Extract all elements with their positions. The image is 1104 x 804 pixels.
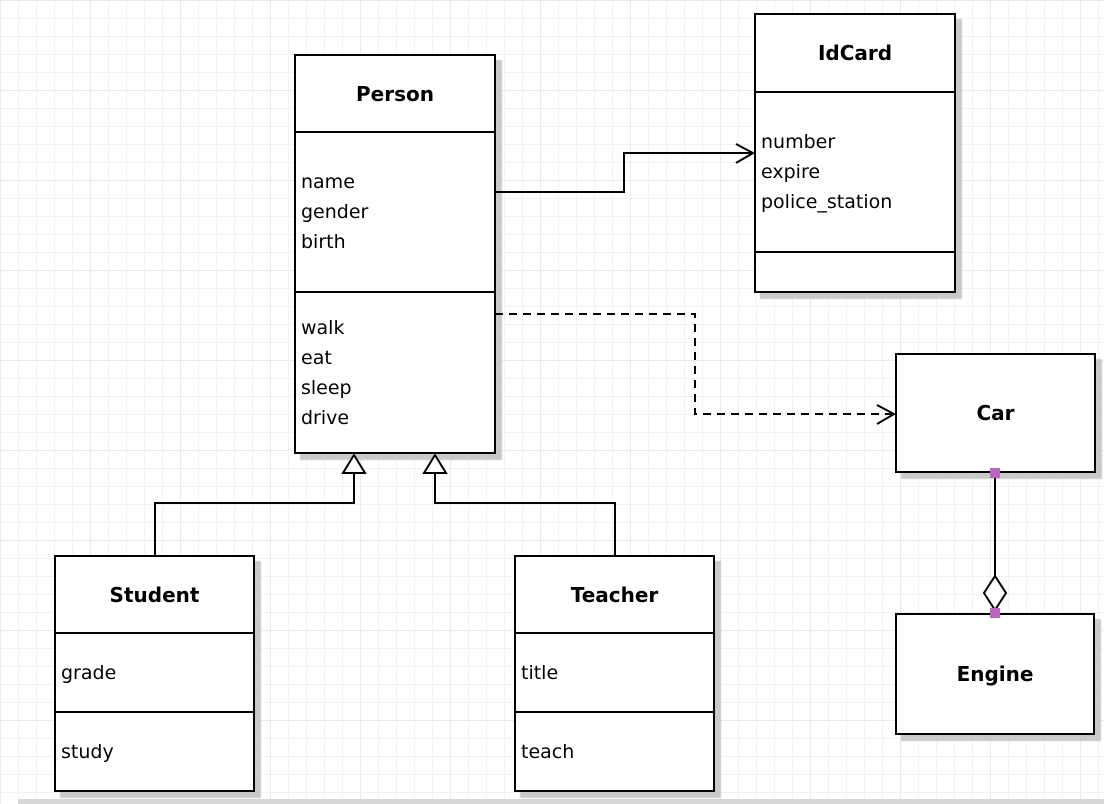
class-idcard[interactable]: IdCard number expire police_station xyxy=(754,13,956,293)
class-idcard-methods xyxy=(756,253,954,291)
class-person[interactable]: Person name gender birth walk eat sleep … xyxy=(294,54,496,454)
class-teacher-attributes: title xyxy=(516,634,713,713)
method-label: walk xyxy=(301,316,345,339)
attribute-label: grade xyxy=(61,661,117,684)
class-student-methods: study xyxy=(56,713,253,790)
class-engine[interactable]: Engine xyxy=(895,613,1095,735)
open-arrowhead-icon xyxy=(735,143,756,164)
method-label: teach xyxy=(521,740,575,763)
hollow-triangle-icon xyxy=(341,453,367,474)
open-arrowhead-icon xyxy=(876,404,897,425)
method-label: sleep xyxy=(301,376,352,399)
class-person-attributes: name gender birth xyxy=(296,133,494,293)
class-car-title: Car xyxy=(976,401,1015,425)
attribute-label: gender xyxy=(301,201,369,223)
dependency-person-car[interactable] xyxy=(495,313,897,425)
class-person-title: Person xyxy=(296,56,494,133)
class-car[interactable]: Car xyxy=(895,353,1096,473)
class-teacher-methods: teach xyxy=(516,713,713,790)
class-person-methods: walk eat sleep drive xyxy=(296,293,494,452)
class-student-title: Student xyxy=(56,557,253,634)
method-label: study xyxy=(61,740,114,763)
class-idcard-attributes: number expire police_station xyxy=(756,93,954,253)
attribute-label: name xyxy=(301,171,355,193)
attribute-label: birth xyxy=(301,231,346,253)
class-student[interactable]: Student grade study xyxy=(54,555,255,792)
attribute-label: number xyxy=(761,131,836,153)
attribute-label: expire xyxy=(761,161,821,183)
generalization-teacher-person[interactable] xyxy=(422,453,616,555)
hollow-triangle-icon xyxy=(422,453,448,474)
hollow-diamond-icon xyxy=(982,574,1008,612)
canvas-bottom-edge xyxy=(18,799,1104,804)
class-teacher[interactable]: Teacher title teach xyxy=(514,555,715,792)
class-idcard-title: IdCard xyxy=(756,15,954,93)
association-person-idcard[interactable] xyxy=(495,143,756,193)
class-teacher-title: Teacher xyxy=(516,557,713,634)
class-engine-title: Engine xyxy=(956,662,1034,686)
attribute-label: title xyxy=(521,661,559,684)
generalization-student-person[interactable] xyxy=(154,453,367,555)
method-label: drive xyxy=(301,406,350,429)
method-label: eat xyxy=(301,346,332,369)
class-student-attributes: grade xyxy=(56,634,253,713)
attribute-label: police_station xyxy=(761,191,893,213)
aggregation-car-engine[interactable] xyxy=(982,468,1008,618)
